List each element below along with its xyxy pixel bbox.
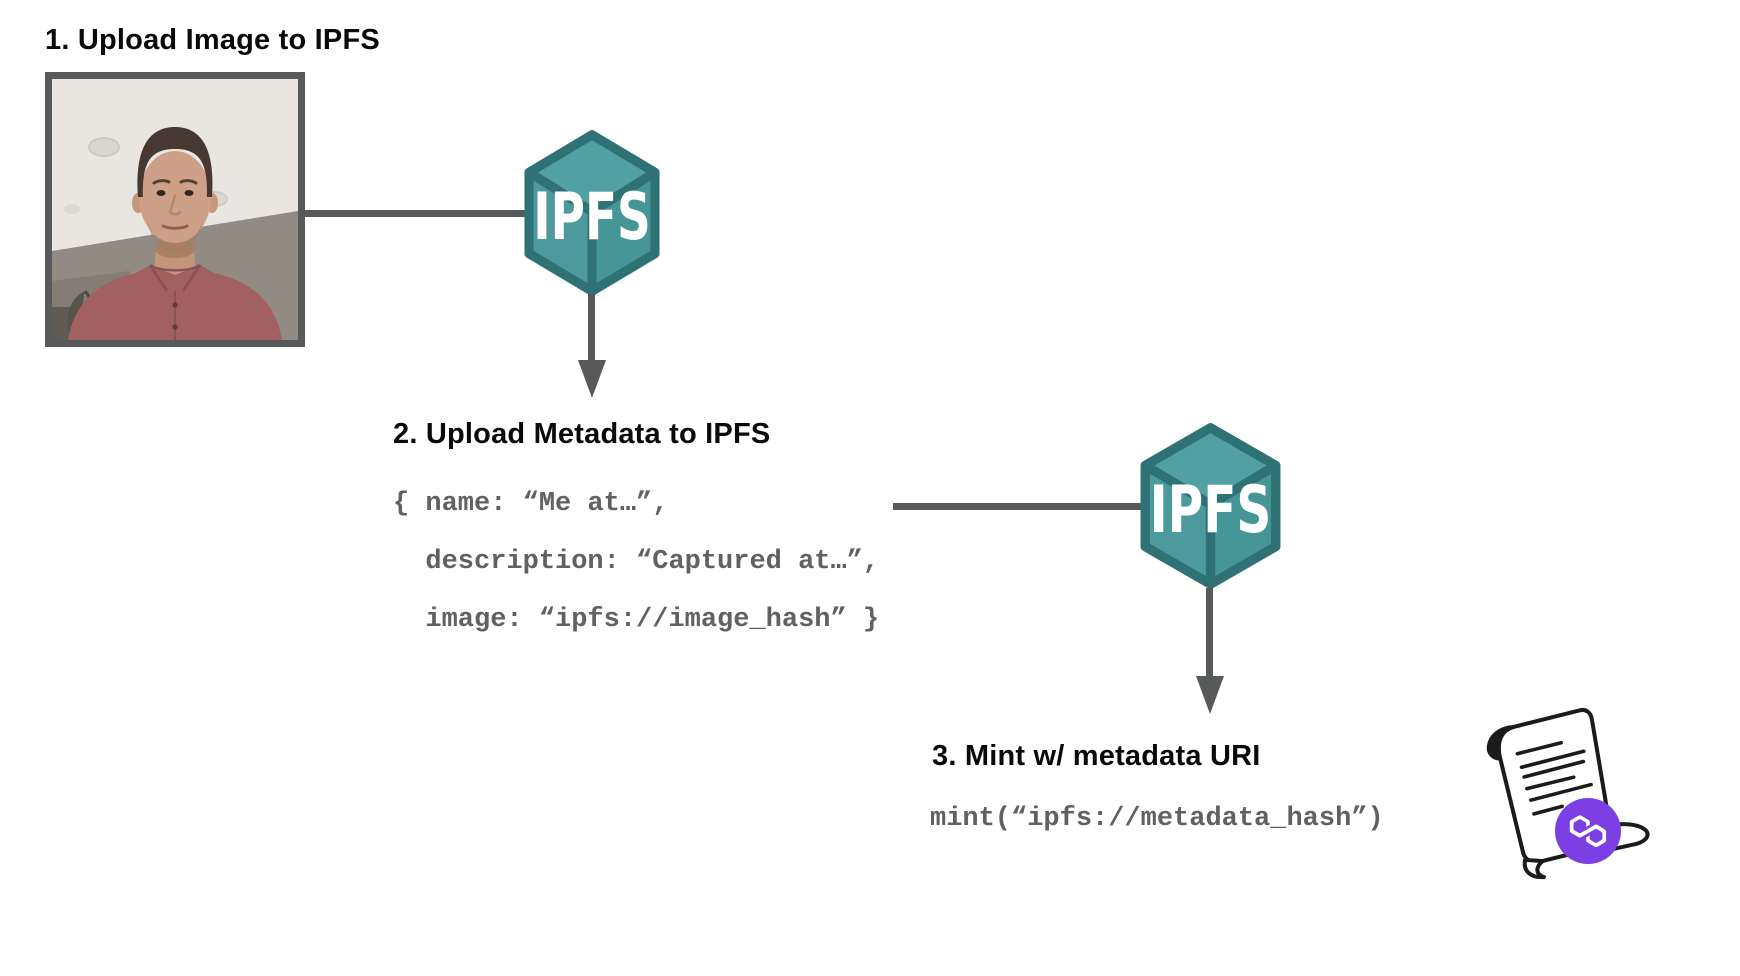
metadata-code-line-2: description: “Captured at…”, xyxy=(393,547,880,577)
arrow-image-to-metadata-shaft xyxy=(588,294,595,364)
arrow-metadata-to-mint-shaft xyxy=(1206,588,1213,680)
scroll-text-lines xyxy=(1515,740,1593,816)
ipfs-logo-label: IPFS xyxy=(533,180,651,255)
person xyxy=(68,127,282,340)
polygon-logo-icon xyxy=(1555,798,1621,864)
ipfs-logo-label: IPFS xyxy=(1150,472,1272,548)
metadata-code-line-1: { name: “Me at…”, xyxy=(393,489,669,519)
step3-title: 3. Mint w/ metadata URI xyxy=(932,740,1261,772)
uploaded-photo xyxy=(45,72,305,347)
step1-title: 1. Upload Image to IPFS xyxy=(45,24,380,56)
ipfs-logo-2: IPFS xyxy=(1140,423,1281,589)
arrow-metadata-to-mint-head xyxy=(1196,676,1224,714)
mint-code-line: mint(“ipfs://metadata_hash”) xyxy=(930,804,1384,834)
connector-metadata-to-ipfs xyxy=(893,503,1141,510)
connector-photo-to-ipfs xyxy=(304,210,525,217)
arrow-image-to-metadata-head xyxy=(578,360,606,398)
step2-title: 2. Upload Metadata to IPFS xyxy=(393,418,771,450)
webcam-selfie-illustration xyxy=(52,79,298,340)
smart-contract-scroll-icon xyxy=(1486,707,1650,880)
ipfs-logo-1: IPFS xyxy=(524,130,660,296)
metadata-code-line-3: image: “ipfs://image_hash” } xyxy=(393,605,880,635)
